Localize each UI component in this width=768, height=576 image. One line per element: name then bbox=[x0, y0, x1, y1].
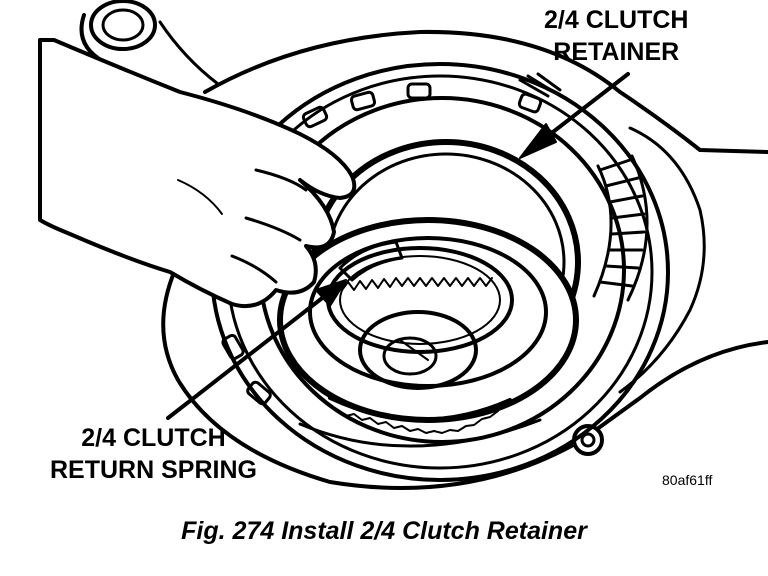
callout-spring-line1: 2/4 CLUTCH bbox=[81, 424, 226, 452]
installer-hand bbox=[38, 38, 357, 309]
figure-code: 80af61ff bbox=[662, 472, 713, 488]
callout-label-return-spring: 2/4 CLUTCH RETURN SPRING bbox=[50, 422, 257, 486]
lower-gear-ring bbox=[298, 396, 542, 448]
callout-retainer-line2: RETAINER bbox=[553, 38, 680, 66]
technical-illustration bbox=[38, 0, 768, 490]
callout-spring-line2: RETURN SPRING bbox=[50, 456, 257, 484]
retainer-leader-arrow bbox=[519, 72, 630, 159]
transmission-case bbox=[161, 29, 768, 490]
callout-retainer-line1: 2/4 CLUTCH bbox=[544, 6, 689, 34]
return-spring-disc bbox=[277, 217, 579, 423]
callout-label-retainer: 2/4 CLUTCH RETAINER bbox=[544, 4, 688, 68]
center-hub bbox=[358, 310, 478, 390]
return-spring-leader-arrow bbox=[166, 279, 347, 420]
figure-caption: Fig. 274 Install 2/4 Clutch Retainer bbox=[181, 517, 587, 545]
return-spring-coils bbox=[518, 72, 649, 302]
